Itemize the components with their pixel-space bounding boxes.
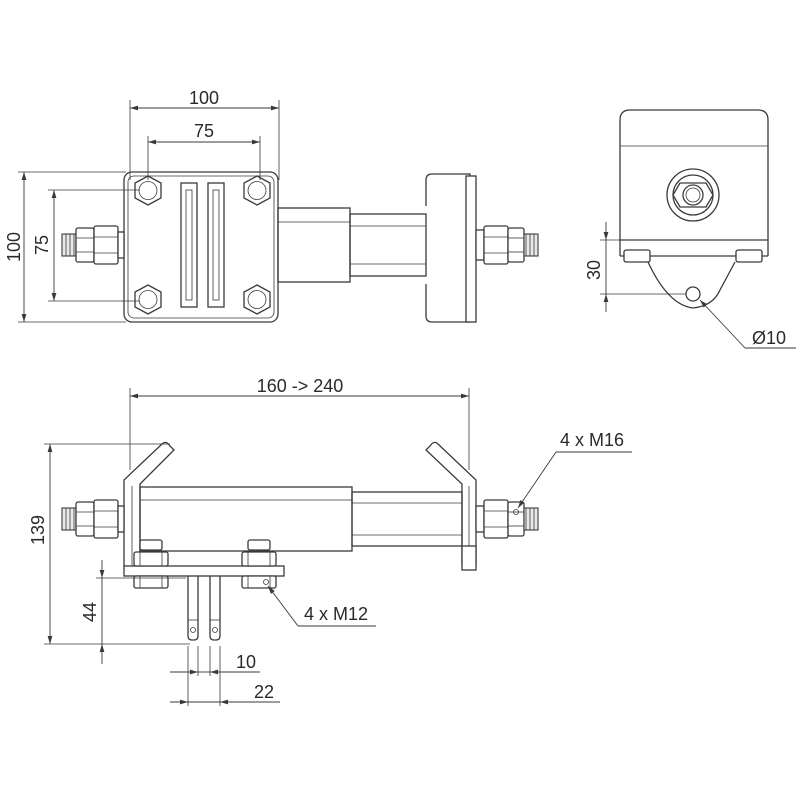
hex-bolt-head: [134, 284, 162, 315]
front-bolt-right: [241, 539, 277, 589]
front-tube-outer: [139, 486, 353, 552]
side-body: [619, 109, 769, 256]
dim-label-span: 160 -> 240: [257, 376, 344, 396]
hex-bolt-head: [134, 175, 162, 206]
dim-label-bolt-spacing: 75: [194, 121, 214, 141]
front-end-plate: [461, 545, 477, 571]
front-bolt-left: [133, 539, 169, 589]
leader-line: [699, 299, 746, 349]
dim-label-bolt-height: 75: [32, 235, 52, 255]
dim-label-top-height: 100: [4, 232, 24, 262]
top-tube-outer: [277, 207, 351, 283]
front-tabs: [187, 576, 221, 641]
side-lug-hole: [685, 286, 701, 302]
top-end-bracket: [425, 173, 471, 323]
dim-label-offset: 30: [584, 260, 604, 280]
callout-m16: 4 x M16: [560, 430, 624, 450]
top-slot-right: [207, 182, 225, 308]
front-right-nut-assembly: [475, 499, 539, 539]
front-base-plate: [123, 565, 285, 577]
side-center-nut: [666, 168, 720, 222]
hex-bolt-head: [243, 284, 271, 315]
dim-label-tab-span: 22: [254, 682, 274, 702]
leader-line: [517, 451, 557, 509]
hex-bolt-head: [243, 175, 271, 206]
front-tube-inner: [351, 491, 463, 547]
side-foot-right: [735, 249, 763, 263]
dim-label-top-width: 100: [189, 88, 219, 108]
front-left-nut-assembly: [61, 499, 125, 539]
top-view: 100 75 100 75: [4, 88, 539, 323]
right-nut-assembly: [475, 225, 539, 265]
side-view: 30 Ø10: [584, 109, 796, 349]
front-bracket-right: [425, 441, 477, 566]
side-foot-left: [623, 249, 651, 263]
side-lug: [647, 261, 736, 309]
left-nut-assembly: [61, 225, 125, 265]
top-slot-left: [180, 182, 198, 308]
callout-m12: 4 x M12: [304, 604, 368, 624]
dim-label-hole-diameter: Ø10: [752, 328, 786, 348]
dim-label-tab-height: 44: [80, 602, 100, 622]
top-end-plate: [465, 175, 477, 323]
top-tube-inner: [349, 213, 427, 277]
front-view: 160 -> 240 139 44 10 22 4 x M16 4 x M12: [28, 376, 632, 706]
dim-label-tab-width: 10: [236, 652, 256, 672]
leader-line: [267, 585, 299, 627]
dim-label-total-height: 139: [28, 515, 48, 545]
